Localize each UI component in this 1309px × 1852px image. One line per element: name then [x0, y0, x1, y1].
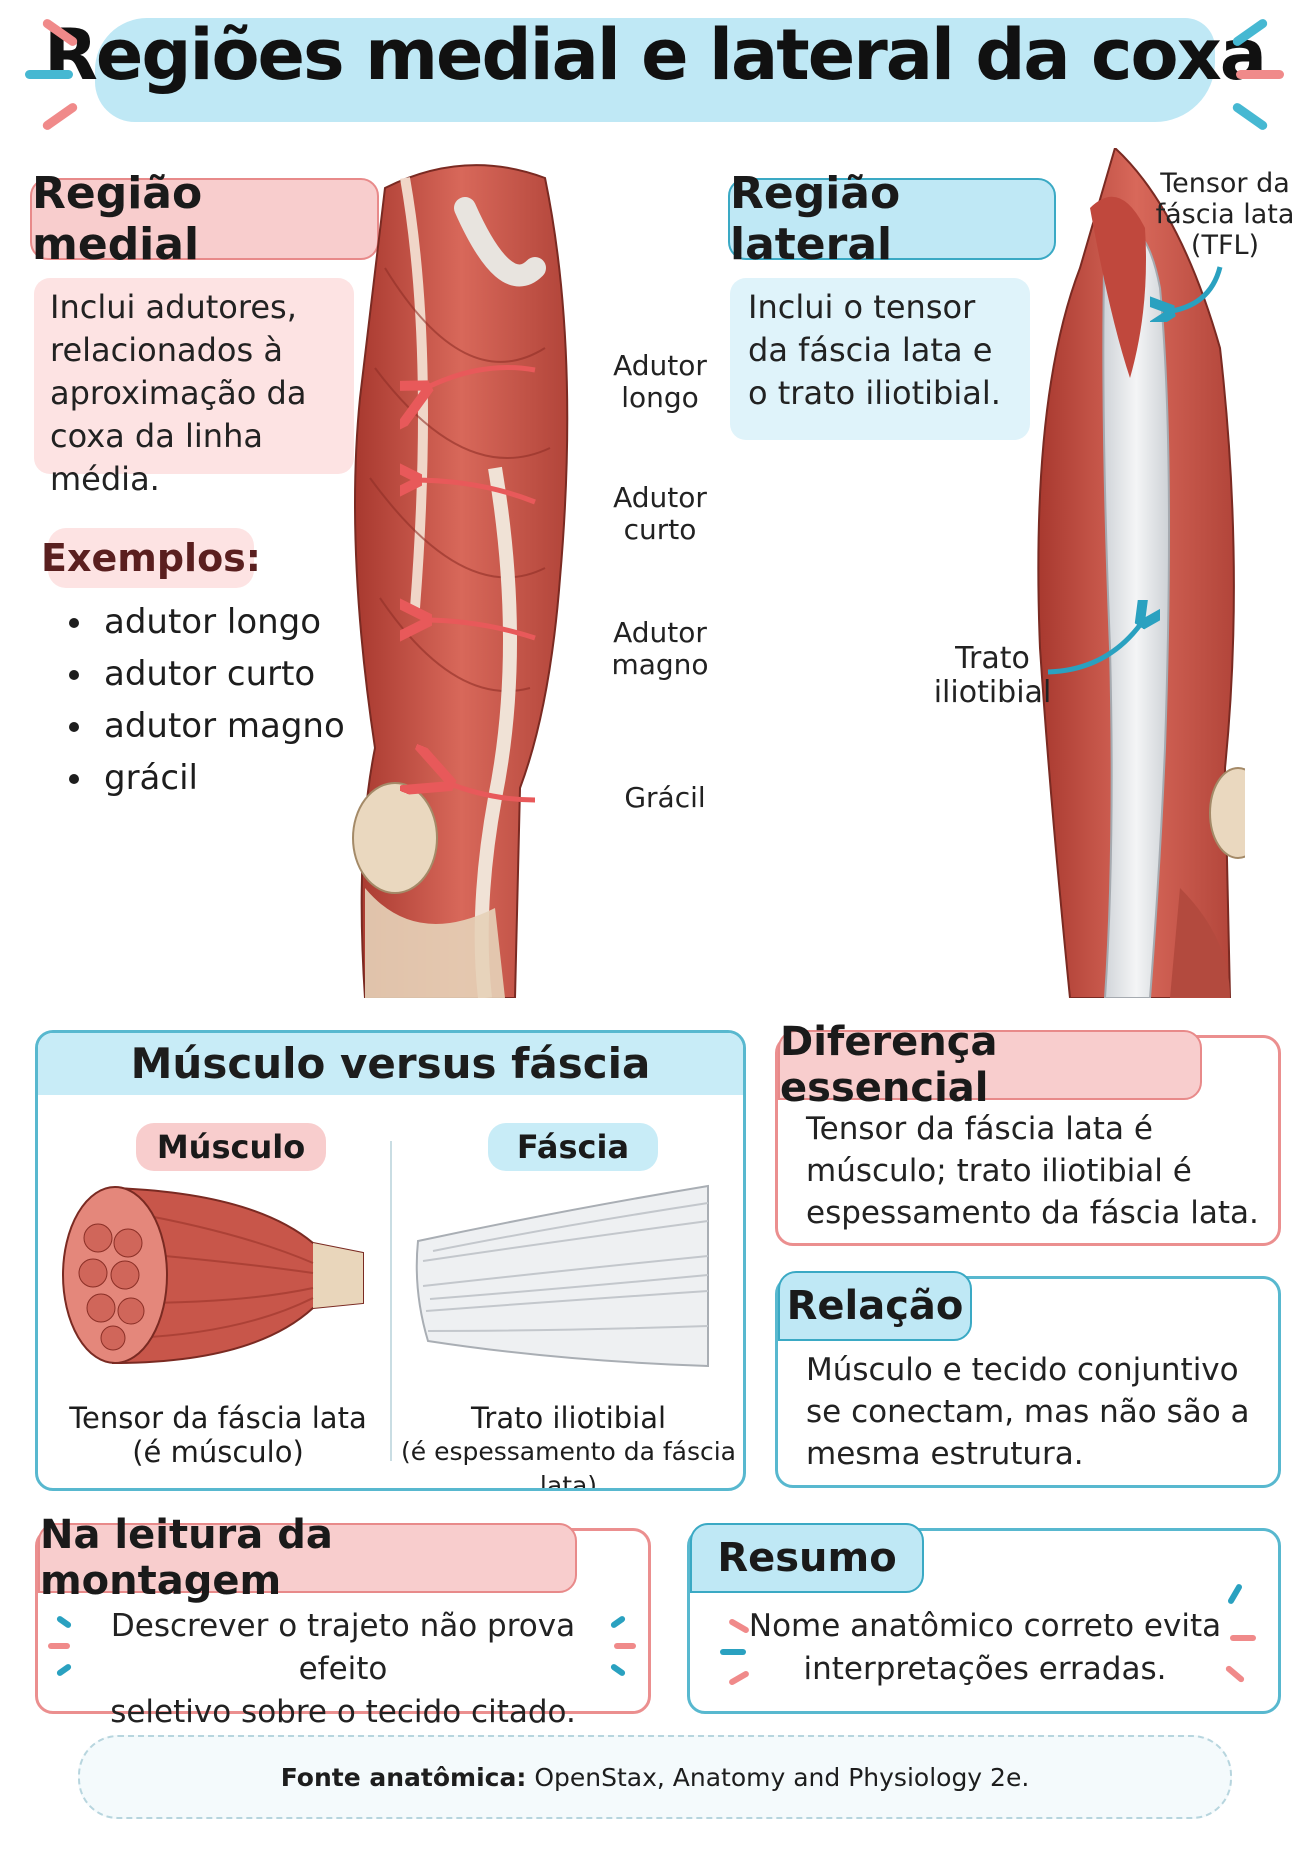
- label-adutor-longo: Adutor longo: [613, 349, 707, 414]
- label-adutor-curto: Adutor curto: [613, 481, 707, 546]
- label-tfl: Tensor da fáscia lata (TFL): [1155, 168, 1295, 261]
- fascia-tag: Fáscia: [488, 1123, 658, 1171]
- reading-text: Descrever o trajeto não prova efeito sel…: [110, 1608, 576, 1730]
- comparison-panel: Músculo versus fáscia Músculo Fáscia Ten…: [35, 1030, 746, 1491]
- trato-arrow: [1047, 600, 1160, 675]
- divider: [390, 1141, 392, 1461]
- fascia-sheet-icon: [415, 1184, 709, 1368]
- fascia-caption: Trato iliotibial (é espessamento da fásc…: [400, 1401, 737, 1491]
- source-text: OpenStax, Anatomy and Physiology 2e.: [534, 1762, 1030, 1792]
- difference-text: Tensor da fáscia lata é músculo; trato i…: [806, 1111, 1259, 1231]
- source-label: Fonte anatômica:: [280, 1762, 527, 1792]
- relation-text: Músculo e tecido conjuntivo se conectam,…: [806, 1352, 1250, 1472]
- lateral-description: Inclui o tensor da fáscia lata e o trato…: [730, 278, 1030, 440]
- muscle-caption: Tensor da fáscia lata (é músculo): [69, 1401, 367, 1469]
- muscle-cross-section-icon: [62, 1186, 364, 1365]
- comparison-heading: Músculo versus fáscia: [130, 1039, 651, 1088]
- relation-panel: Relação Músculo e tecido conjuntivo se c…: [775, 1271, 1281, 1488]
- reading-heading: Na leitura da montagem: [38, 1512, 577, 1604]
- medial-description: Inclui adutores, relacionados à aproxima…: [34, 278, 354, 498]
- title-highlight: [95, 18, 1215, 122]
- medial-heading: Região medial: [30, 168, 379, 270]
- label-adutor-magno: Adutor magno: [611, 616, 709, 681]
- label-trato: Trato iliotibial: [933, 641, 1052, 710]
- reading-panel: Na leitura da montagem Descrever o traje…: [35, 1512, 651, 1730]
- examples-heading: Exemplos:: [41, 528, 261, 588]
- difference-panel: Diferença essencial Tensor da fáscia lat…: [775, 1019, 1281, 1246]
- examples-list: adutor longo adutor curto adutor magno g…: [50, 596, 396, 804]
- medial-arrows: [400, 365, 536, 803]
- list-item: adutor longo: [96, 596, 396, 648]
- difference-heading: Diferença essencial: [778, 1019, 1202, 1111]
- summary-panel: Resumo Nome anatômico correto evita inte…: [687, 1523, 1281, 1714]
- muscle-tag: Músculo: [136, 1123, 326, 1171]
- page-title: Regiões medial e lateral da coxa: [43, 14, 1267, 96]
- list-item: adutor curto: [96, 648, 396, 700]
- list-item: adutor magno: [96, 700, 396, 752]
- tfl-arrow: [1150, 266, 1223, 322]
- label-gracil: Grácil: [624, 781, 706, 814]
- source-footer: Fonte anatômica: OpenStax, Anatomy and P…: [78, 1735, 1232, 1819]
- list-item: grácil: [96, 752, 396, 804]
- summary-text: Nome anatômico correto evita interpretaç…: [748, 1608, 1222, 1687]
- summary-heading: Resumo: [690, 1523, 924, 1593]
- relation-heading: Relação: [778, 1271, 972, 1341]
- lateral-heading: Região lateral: [728, 168, 1056, 270]
